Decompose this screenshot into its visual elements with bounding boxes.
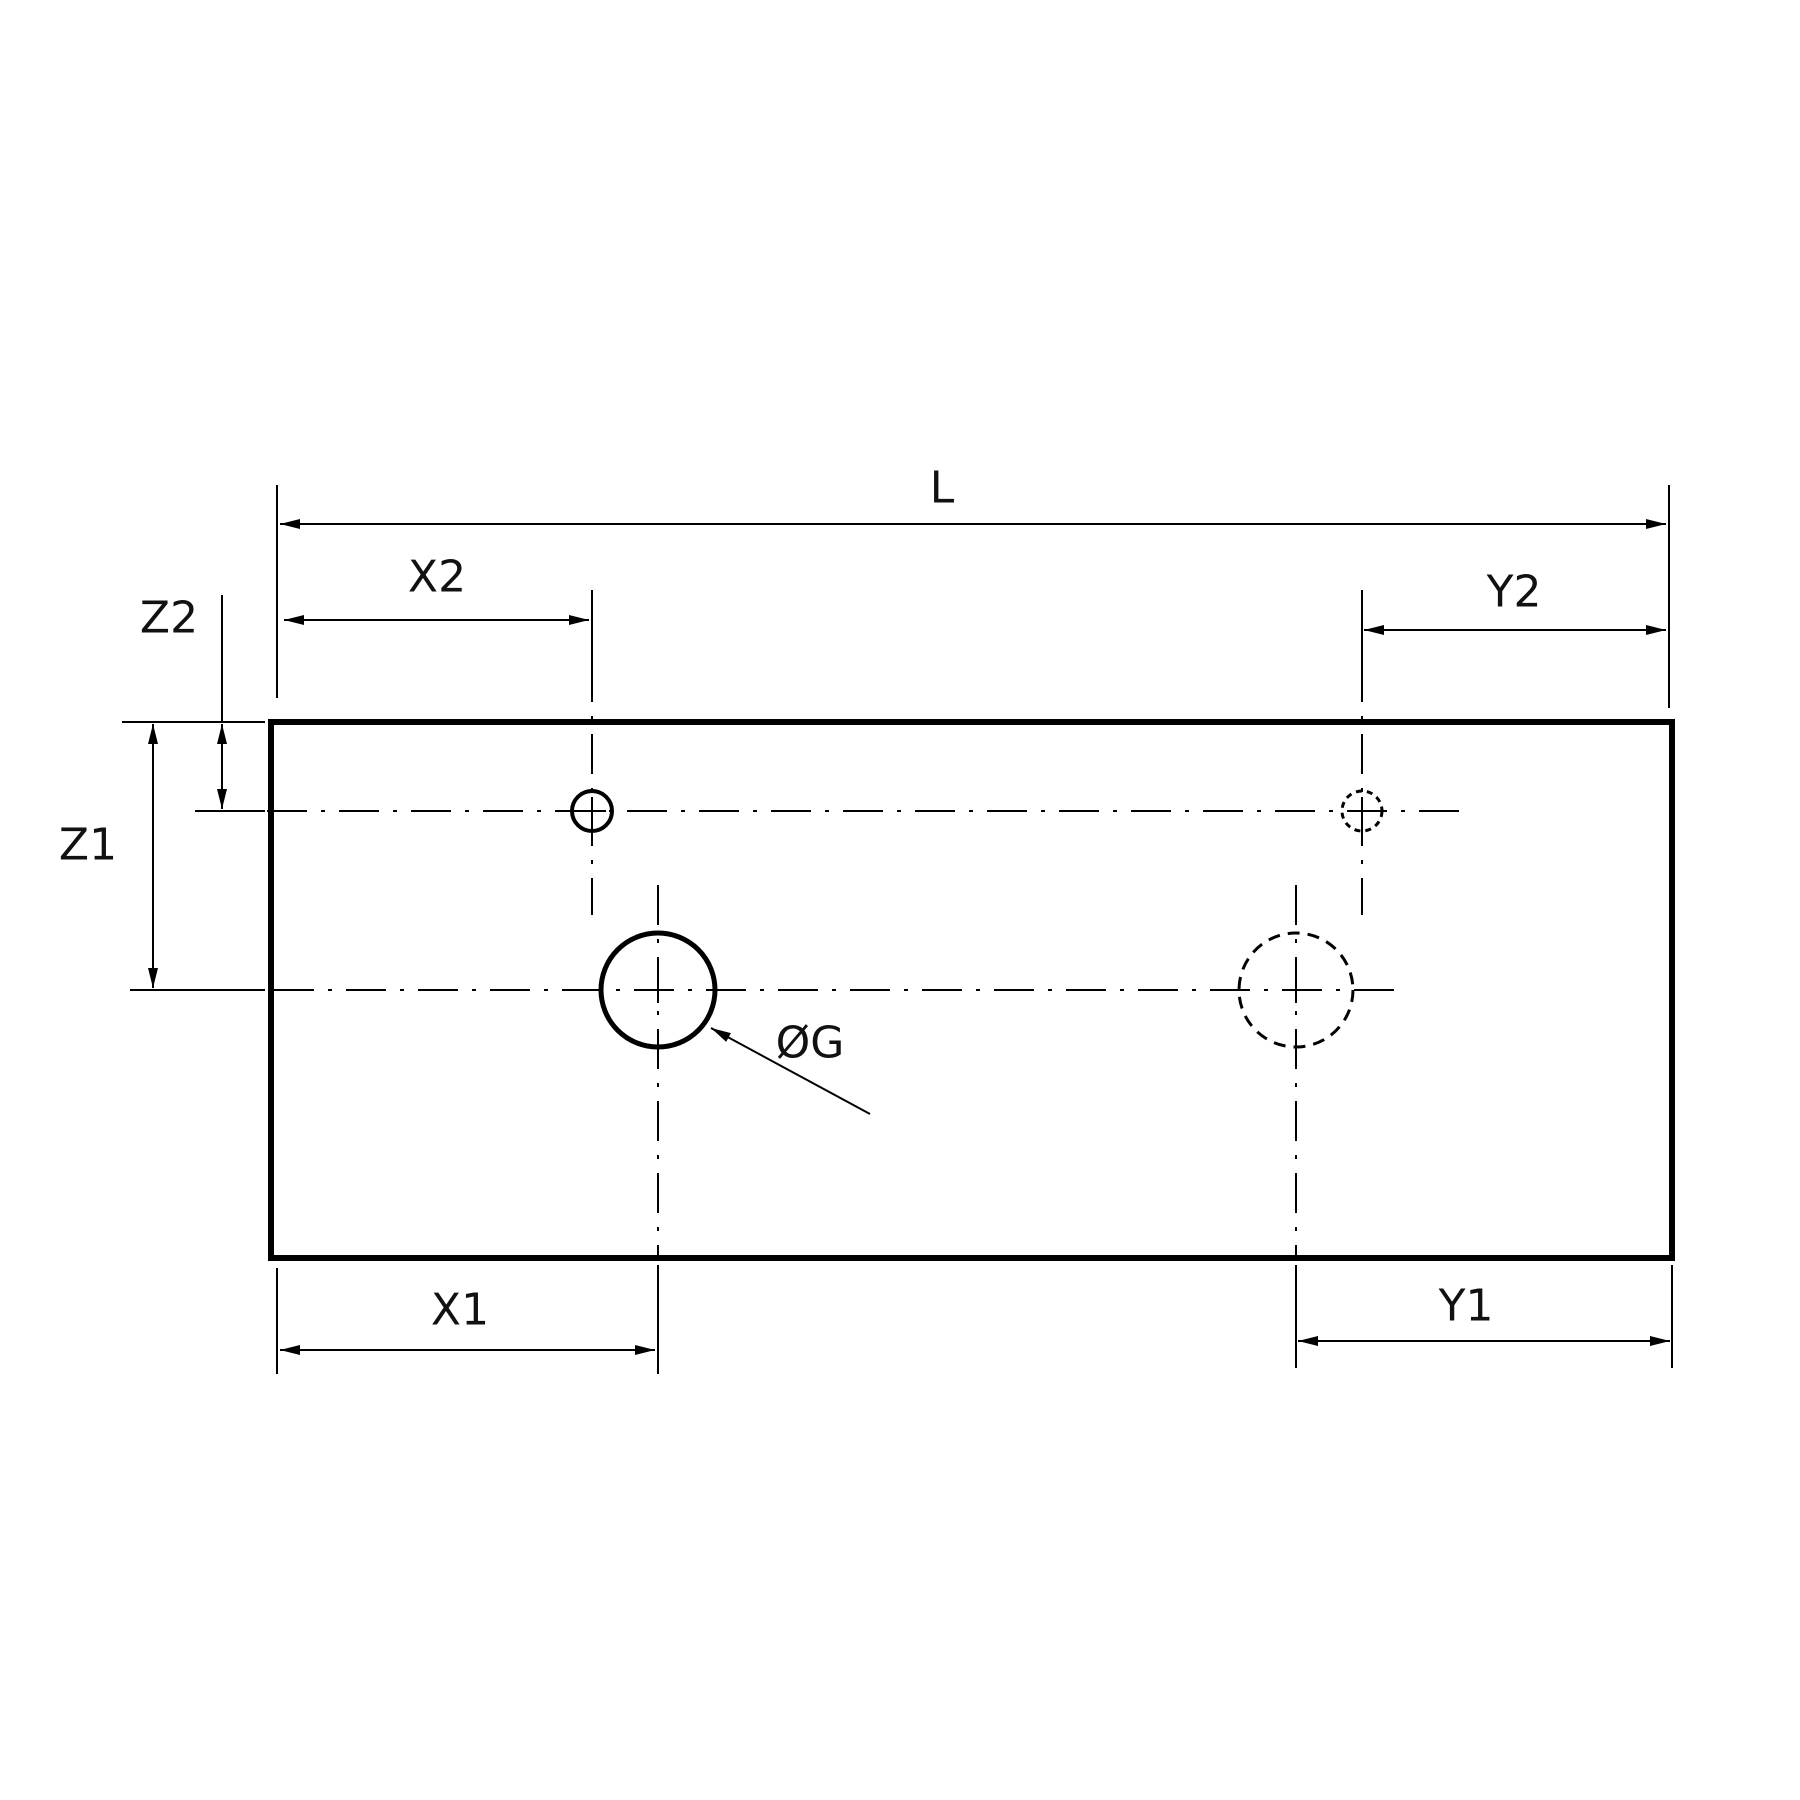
large-hole-visible [598, 930, 718, 1050]
dim-label-Z1: Z1 [58, 819, 118, 871]
small-hole-visible [570, 789, 614, 833]
dim-label-X1: X1 [430, 1284, 490, 1336]
dim-label-L: L [929, 462, 955, 514]
center-lines [130, 590, 1460, 1258]
dim-label-X2: X2 [407, 551, 467, 603]
dimension-lines [148, 519, 1670, 1355]
dim-label-Z2: Z2 [139, 592, 199, 644]
dim-label-Y1: Y1 [1438, 1280, 1494, 1332]
dim-label-G: ØG [775, 1017, 845, 1069]
extension-lines [122, 485, 1673, 1374]
leader-G [710, 1027, 871, 1115]
small-hole-hidden [1340, 789, 1384, 833]
part-outline [268, 719, 1675, 1261]
large-hole-hidden [1237, 931, 1355, 1049]
dim-label-Y2: Y2 [1486, 566, 1542, 618]
